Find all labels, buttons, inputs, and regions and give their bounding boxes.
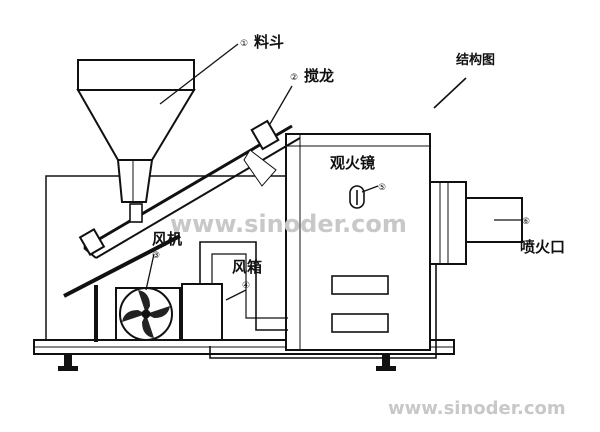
label-observation-window: 观火镜 [330, 154, 375, 172]
housing-slots [331, 275, 389, 333]
marker-auger: ② [290, 73, 298, 83]
marker-nozzle: ⑥ [522, 217, 530, 227]
label-auger: 搅龙 [304, 67, 334, 85]
support-strut [63, 234, 181, 342]
diagram-title: 结构图 [456, 52, 495, 68]
fan-blades [122, 290, 170, 338]
callout-lines [145, 43, 522, 301]
label-hopper: 料斗 [254, 33, 284, 51]
machine-feet [58, 354, 396, 371]
auger [78, 119, 301, 259]
label-nozzle: 喷火口 [520, 238, 565, 256]
hopper [76, 59, 196, 203]
nozzle-assembly [429, 181, 523, 265]
air-box [181, 241, 288, 341]
label-air-box: 风箱 [232, 258, 262, 276]
nozzle-support-pipe [209, 264, 437, 359]
fan [115, 287, 181, 341]
label-fan: 风机 [152, 230, 182, 248]
observation-window [349, 185, 365, 209]
watermark-center: www.sinoder.com [170, 210, 407, 238]
watermark-bottom: www.sinoder.com [388, 398, 566, 419]
marker-air-box: ④ [242, 281, 250, 291]
marker-fan: ③ [152, 251, 160, 261]
marker-hopper: ① [240, 39, 248, 49]
marker-observation-window: ⑤ [378, 183, 386, 193]
burner-housing [285, 133, 431, 351]
